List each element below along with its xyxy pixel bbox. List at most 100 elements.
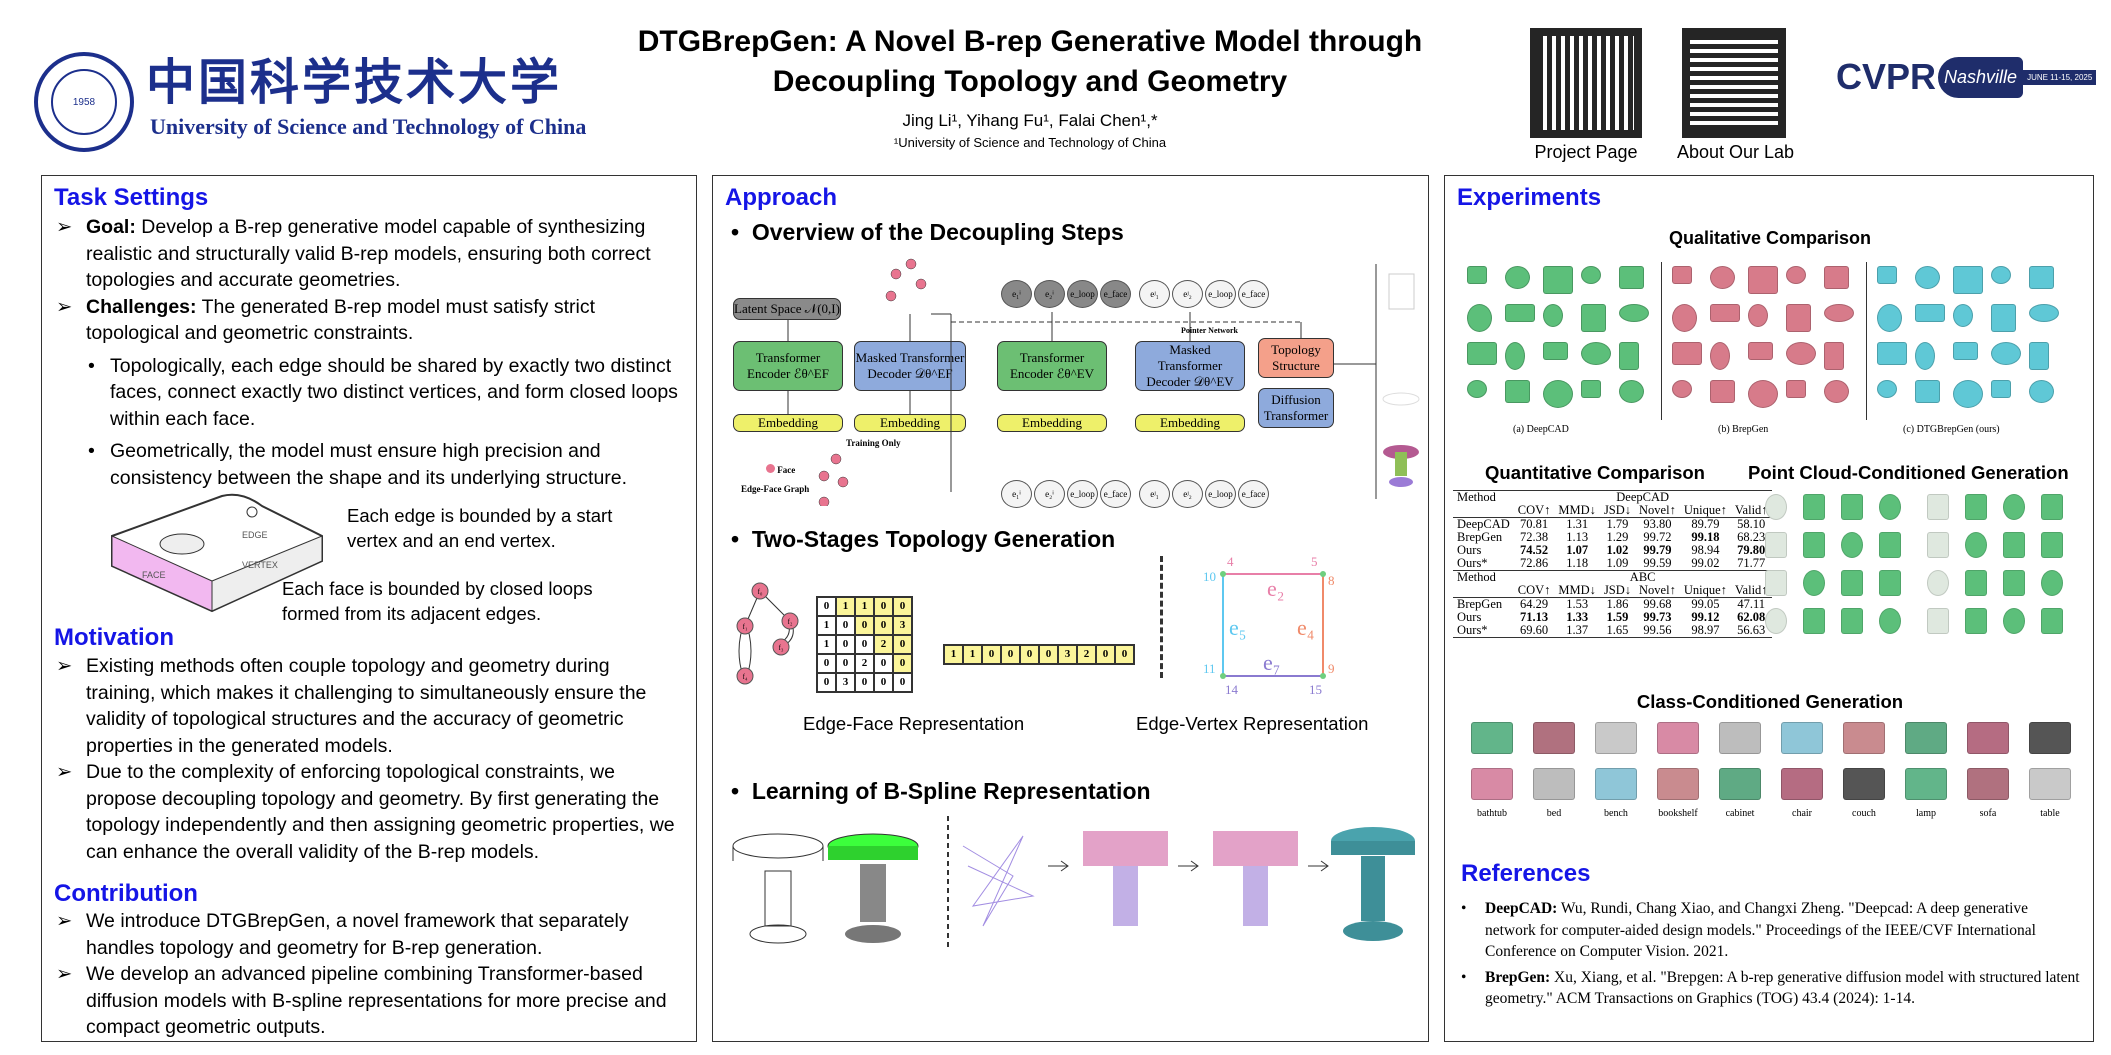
- class-label: bookshelf: [1658, 808, 1698, 819]
- generated-model-thumbnail: [1581, 380, 1601, 398]
- generated-model-thumbnail: [1748, 266, 1778, 294]
- metric-cell: 47.11: [1737, 597, 1766, 611]
- challenge-sub-1: •Topologically, each edge should be shar…: [56, 353, 681, 433]
- qualitative-captions: (a) DeepCAD (b) BrepGen (c) DTGBrepGen (…: [1463, 424, 2083, 438]
- generated-model-thumbnail: [1879, 494, 1901, 520]
- class-model-thumbnail: [1657, 722, 1699, 754]
- face-node: f₄: [743, 673, 748, 681]
- generated-model-thumbnail: [1672, 342, 1702, 365]
- generated-model-thumbnail: [1543, 380, 1573, 408]
- face-legend: Face: [766, 464, 795, 475]
- face-node: f₀: [758, 588, 763, 596]
- metric-cell: 89.79: [1691, 517, 1720, 531]
- generated-model-thumbnail: [1581, 266, 1601, 284]
- brep-illustration: EDGE VERTEX FACE: [111, 493, 323, 613]
- metric-cell: 99.79: [1643, 543, 1672, 557]
- generated-model-thumbnail: [1879, 608, 1901, 634]
- challenges-item: ➢Challenges: The generated B-rep model m…: [56, 294, 681, 347]
- contribution-item: ➢We develop an advanced pipeline combini…: [56, 961, 681, 1041]
- class-model-thumbnail: [1595, 768, 1637, 800]
- embedding-box: Embedding: [1135, 414, 1245, 432]
- metric-cell: 62.08: [1737, 610, 1766, 624]
- task-settings-panel: Task Settings ➢Goal: Develop a B-rep gen…: [41, 175, 697, 1042]
- ref-key: DeepCAD:: [1485, 900, 1558, 917]
- bullet-icon: ➢: [56, 910, 73, 932]
- face-node: f₃: [779, 644, 784, 652]
- item-text: Existing methods often couple topology a…: [86, 655, 647, 757]
- sequence-cell: 0: [1039, 645, 1058, 664]
- generated-model-thumbnail: [1841, 494, 1863, 520]
- vertex-11: 11: [1203, 661, 1216, 676]
- class-model-thumbnail: [1533, 722, 1575, 754]
- metric-cell: 1.53: [1566, 597, 1589, 611]
- matrix-cell: 3: [893, 616, 912, 635]
- class-model-thumbnail: [1719, 722, 1761, 754]
- qr-lab[interactable]: [1682, 28, 1786, 138]
- generated-model-thumbnail: [1467, 266, 1487, 284]
- references-heading: References: [1461, 860, 1591, 887]
- generated-model-thumbnail: [1841, 570, 1863, 596]
- dot-icon: •: [88, 440, 95, 462]
- class-model-thumbnail: [1843, 768, 1885, 800]
- generated-model-thumbnail: [1877, 342, 1907, 365]
- matrix-cell: 1: [817, 635, 836, 654]
- generated-model-thumbnail: [1467, 380, 1487, 398]
- latent-space-box: Latent Space 𝒩(0,I): [733, 298, 841, 320]
- generated-model-thumbnail: [1672, 266, 1692, 284]
- column-header: COV↑: [1517, 503, 1551, 517]
- metric-cell: 72.86: [1520, 556, 1549, 570]
- point-cloud-input: [1765, 494, 1787, 520]
- heading-text: Two-Stages Topology Generation: [751, 526, 1116, 552]
- metric-cell: 1.09: [1606, 556, 1629, 570]
- metric-cell: 99.68: [1643, 597, 1672, 611]
- experiments-panel: Experiments Qualitative Comparison (a) D…: [1444, 175, 2094, 1042]
- ref-text: Wu, Rundi, Chang Xiao, and Changxi Zheng…: [1485, 900, 2036, 960]
- encoder-ef-box: Transformer Encoder ℰθ^EF: [733, 341, 843, 391]
- metric-cell: 93.80: [1643, 517, 1672, 531]
- sequence-cell: 0: [1001, 645, 1020, 664]
- generated-model-thumbnail: [1543, 266, 1573, 294]
- token-node: e₁ⁱ: [1001, 480, 1032, 508]
- references-list: •DeepCAD: Wu, Rundi, Chang Xiao, and Cha…: [1461, 898, 2081, 1010]
- class-model-thumbnail: [1471, 768, 1513, 800]
- generated-model-thumbnail: [1824, 304, 1854, 322]
- metric-cell: 98.94: [1691, 543, 1720, 557]
- matrix-cell: 0: [836, 616, 855, 635]
- decoder-ev-box: Masked Transformer Decoder 𝒟θ^EV: [1135, 341, 1245, 391]
- caption-deepcad: (a) DeepCAD: [1513, 424, 1569, 435]
- matrix-cell: 0: [817, 654, 836, 673]
- column-header: Unique↑: [1683, 583, 1727, 597]
- metric-cell: 56.63: [1737, 623, 1766, 637]
- encoder-ev-box: Transformer Encoder ℰθ^EV: [997, 341, 1107, 391]
- dot-icon: •: [731, 219, 740, 245]
- dataset-header: DeepCAD: [1616, 490, 1670, 504]
- method-cell: Ours: [1457, 543, 1482, 557]
- metric-cell: 99.02: [1691, 556, 1720, 570]
- diffusion-transformer-box: Diffusion Transformer: [1258, 388, 1334, 428]
- qr-project-page[interactable]: [1530, 28, 1642, 138]
- metric-cell: 99.56: [1643, 623, 1672, 637]
- column-header: JSD↓: [1603, 583, 1632, 597]
- cvpr-dates: JUNE 11-15, 2025: [2023, 69, 2097, 85]
- edge-vertex-diagram: e₂ e₄ e₅ e₇ 4 5 8 9 10 11 14 15: [1203, 554, 1335, 697]
- reference-item: •BrepGen: Xu, Xiang, et al. "Brepgen: A …: [1461, 967, 2081, 1010]
- generated-model-thumbnail: [1803, 608, 1825, 634]
- point-cloud-input: [1927, 570, 1949, 596]
- edge-e2: e₂: [1267, 576, 1284, 601]
- column-header: JSD↓: [1603, 503, 1632, 517]
- class-model-thumbnail: [1967, 768, 2009, 800]
- method-header: Method: [1457, 490, 1496, 504]
- university-logo: 1958: [34, 52, 134, 152]
- metric-cell: 74.52: [1520, 543, 1549, 557]
- sequence-cell: 0: [1115, 645, 1134, 664]
- sequence-cell: 0: [982, 645, 1001, 664]
- token-node: e_loop: [1067, 480, 1098, 508]
- matrix-cell: 2: [855, 654, 874, 673]
- token-node: eʲ₂: [1172, 480, 1203, 508]
- matrix-cell: 3: [836, 673, 855, 692]
- motivation-item: ➢Due to the complexity of enforcing topo…: [56, 759, 681, 865]
- class-model-thumbnail: [1781, 722, 1823, 754]
- generated-model-thumbnail: [1581, 342, 1611, 365]
